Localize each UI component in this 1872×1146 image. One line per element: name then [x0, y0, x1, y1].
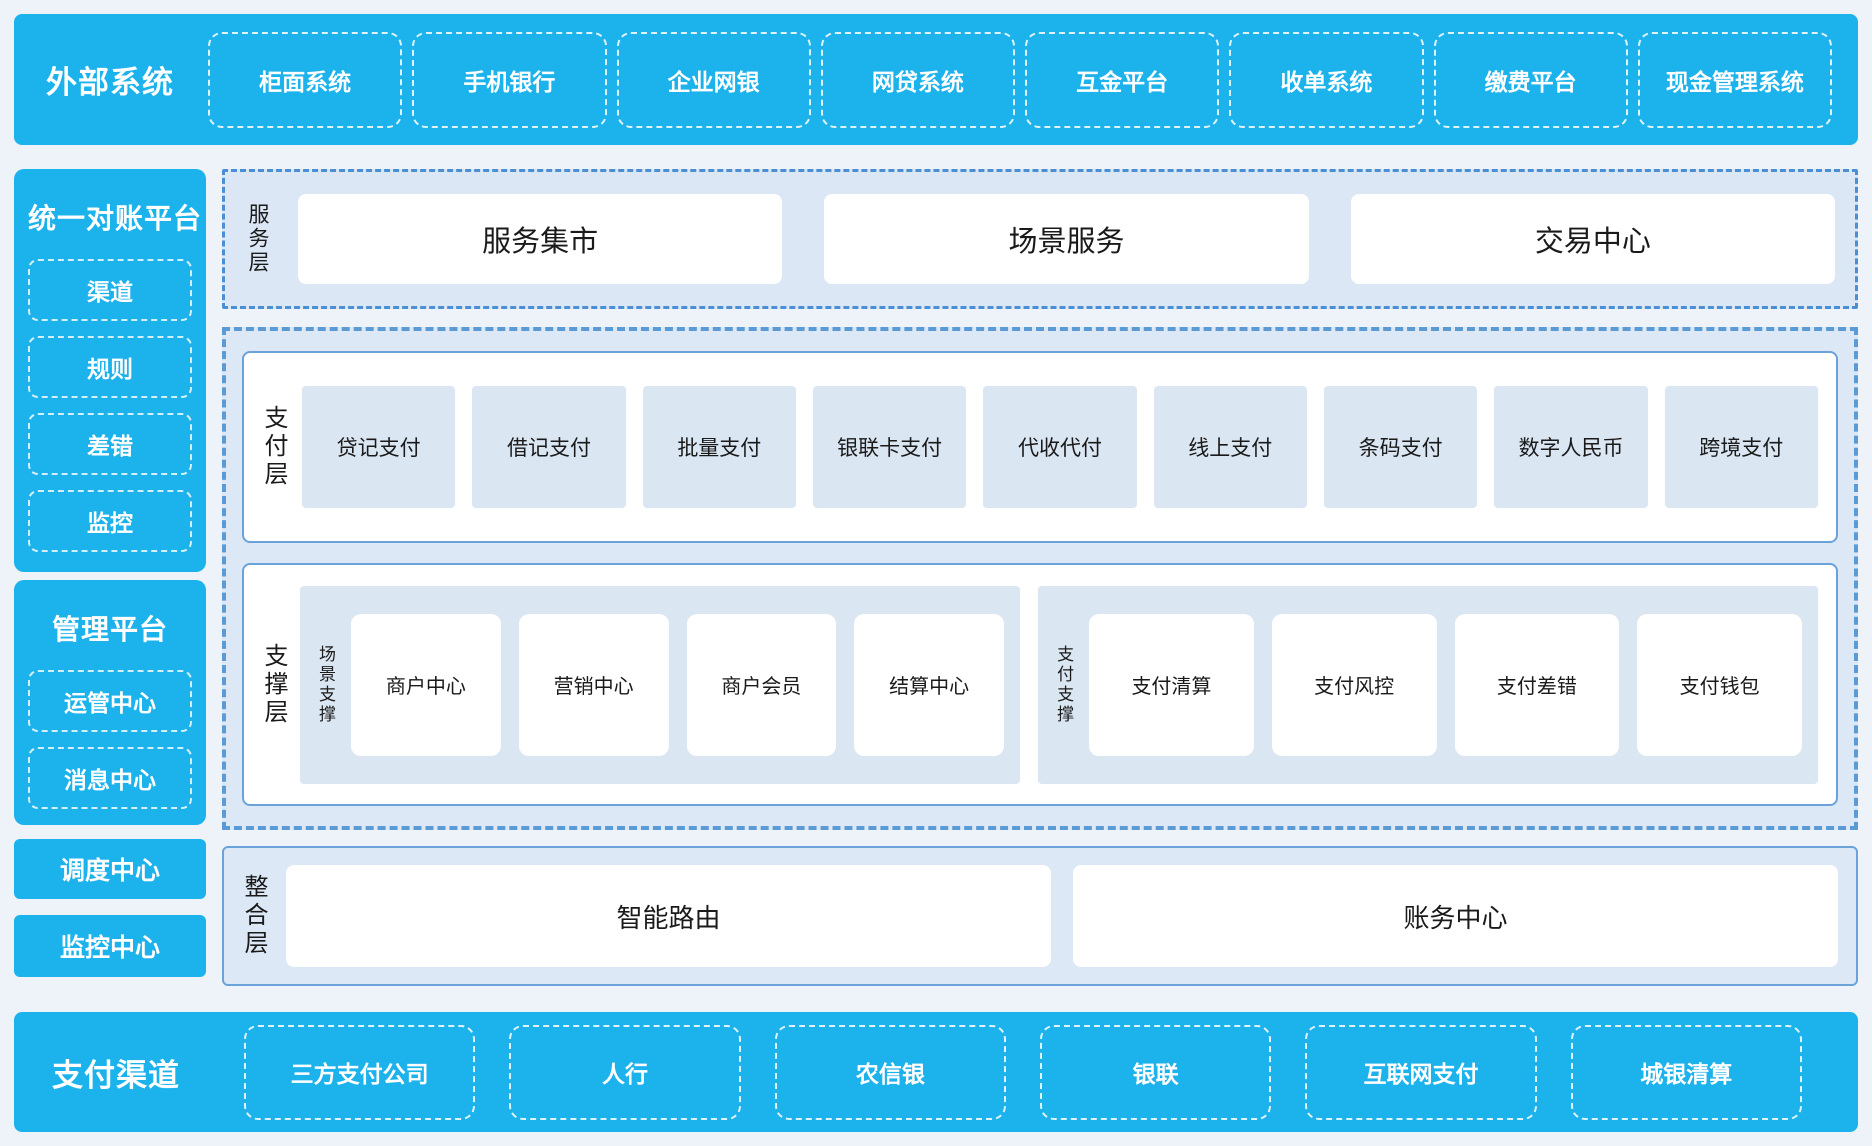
external-systems-title: 外部系统: [46, 65, 174, 102]
payment-clearing-box: 支付清算: [1089, 613, 1254, 756]
payment-channels-bar: 支付渠道 三方支付公司 人行 农信银 银联 互联网支付 城银清算: [14, 1012, 1858, 1132]
reconciliation-platform-title: 统一对账平台: [28, 202, 203, 236]
external-system-internet-finance: 互金平台: [1025, 31, 1220, 128]
channel-third-party-payment: 三方支付公司: [244, 1024, 476, 1120]
payment-item-collection-agency: 代收代付: [983, 386, 1137, 509]
channel-internet-payment: 互联网支付: [1305, 1024, 1537, 1120]
payment-item-unionpay-card: 银联卡支付: [812, 386, 967, 509]
channel-rural-credit-bank: 农信银: [774, 1024, 1006, 1120]
reconciliation-item-monitoring: 监控: [28, 490, 192, 553]
payment-channels-title: 支付渠道: [52, 1057, 180, 1094]
support-layer: 支撑层 场景支撑 商户中心 营销中心 商户会员 结算中心: [242, 563, 1838, 807]
payment-item-batch: 批量支付: [642, 386, 796, 509]
external-systems-bar: 外部系统 柜面系统 手机银行 企业网银 网贷系统 互金平台 收单系统 缴费平台 …: [14, 14, 1858, 146]
integration-layer: 整合层 智能路由 账务中心: [222, 846, 1858, 987]
management-items: 运管中心 消息中心: [28, 670, 192, 810]
reconciliation-item-rules: 规则: [28, 336, 192, 399]
reconciliation-platform-block: 统一对账平台 渠道 规则 差错 监控: [14, 169, 206, 573]
management-platform-title: 管理平台: [51, 613, 168, 647]
support-layer-panels: 场景支撑 商户中心 营销中心 商户会员 结算中心 支付支撑 支付清算: [300, 585, 1818, 784]
trade-center-box: 交易中心: [1350, 194, 1835, 285]
payment-layer: 支付层 贷记支付 借记支付 批量支付 银联卡支付 代收代付 线上支付 条码支付 …: [242, 351, 1838, 544]
scenario-support-label: 场景支撑: [315, 644, 335, 725]
external-system-fee-payment: 缴费平台: [1433, 31, 1628, 128]
merchant-member-box: 商户会员: [686, 613, 837, 756]
integration-layer-items: 智能路由 账务中心: [286, 865, 1838, 968]
external-system-mobile-banking: 手机银行: [412, 31, 607, 128]
left-column: 统一对账平台 渠道 规则 差错 监控 管理平台 运管中心 消息中心 调度中心 监…: [14, 169, 206, 986]
payment-item-online: 线上支付: [1153, 386, 1307, 509]
smart-routing-box: 智能路由: [286, 865, 1051, 968]
marketing-center-box: 营销中心: [518, 613, 669, 756]
external-system-online-loan: 网贷系统: [820, 31, 1015, 128]
reconciliation-item-discrepancy: 差错: [28, 413, 192, 476]
payment-support-label: 支付支撑: [1053, 644, 1074, 725]
reconciliation-items: 渠道 规则 差错 监控: [28, 259, 192, 553]
payment-layer-items: 贷记支付 借记支付 批量支付 银联卡支付 代收代付 线上支付 条码支付 数字人民…: [302, 386, 1818, 509]
payment-item-cross-border: 跨境支付: [1664, 386, 1818, 509]
external-system-counter: 柜面系统: [208, 31, 403, 128]
merchant-center-box: 商户中心: [351, 613, 501, 756]
payment-risk-control-box: 支付风控: [1271, 613, 1437, 756]
external-system-acquiring: 收单系统: [1229, 31, 1424, 128]
payment-item-debit: 借记支付: [472, 386, 626, 509]
external-system-cash-management: 现金管理系统: [1637, 31, 1832, 128]
payment-support-panel: 支付支撑 支付清算 支付风控 支付差错 支付钱包: [1038, 585, 1818, 784]
management-item-message-center: 消息中心: [28, 747, 192, 810]
settlement-center-box: 结算中心: [854, 613, 1005, 756]
integration-layer-label: 整合层: [240, 874, 268, 959]
service-layer-items: 服务集市 场景服务 交易中心: [298, 186, 1835, 292]
main-column: 服务层 服务集市 场景服务 交易中心 支付层 贷记支付 借记支付 批量支付 银联…: [222, 169, 1858, 987]
payment-wallet-box: 支付钱包: [1637, 613, 1803, 756]
service-layer: 服务层 服务集市 场景服务 交易中心: [222, 169, 1858, 310]
diagram-body: 统一对账平台 渠道 规则 差错 监控 管理平台 运管中心 消息中心 调度中心 监…: [14, 169, 1858, 987]
support-layer-label: 支撑层: [260, 642, 288, 727]
external-systems-items: 柜面系统 手机银行 企业网银 网贷系统 互金平台 收单系统 缴费平台 现金管理系…: [208, 31, 1832, 128]
management-item-operations-center: 运管中心: [28, 670, 192, 733]
reconciliation-item-channel: 渠道: [28, 259, 192, 322]
monitoring-center-block: 监控中心: [14, 915, 206, 978]
management-platform-block: 管理平台 运管中心 消息中心: [14, 580, 206, 826]
channel-unionpay: 银联: [1039, 1024, 1272, 1120]
channel-pboc: 人行: [509, 1024, 741, 1120]
service-layer-label: 服务层: [246, 203, 270, 276]
scenario-support-items: 商户中心 营销中心 商户会员 结算中心: [351, 613, 1005, 756]
payment-layer-label: 支付层: [260, 405, 288, 490]
payment-item-digital-rmb: 数字人民币: [1494, 386, 1648, 509]
external-system-corporate-ebank: 企业网银: [616, 31, 811, 128]
dispatch-center-block: 调度中心: [14, 839, 206, 900]
payment-channels-items: 三方支付公司 人行 农信银 银联 互联网支付 城银清算: [244, 1024, 1802, 1120]
scenario-support-panel: 场景支撑 商户中心 营销中心 商户会员 结算中心: [300, 585, 1021, 784]
payment-item-barcode: 条码支付: [1323, 386, 1478, 509]
payment-support-items: 支付清算 支付风控 支付差错 支付钱包: [1089, 613, 1803, 756]
accounting-center-box: 账务中心: [1073, 865, 1838, 968]
payment-discrepancy-box: 支付差错: [1454, 613, 1620, 756]
service-market-box: 服务集市: [298, 194, 783, 285]
payment-core-container: 支付层 贷记支付 借记支付 批量支付 银联卡支付 代收代付 线上支付 条码支付 …: [222, 327, 1858, 831]
scenario-service-box: 场景服务: [824, 194, 1309, 285]
payment-item-credit: 贷记支付: [302, 386, 456, 509]
channel-city-bank-clearing: 城银清算: [1570, 1024, 1802, 1120]
